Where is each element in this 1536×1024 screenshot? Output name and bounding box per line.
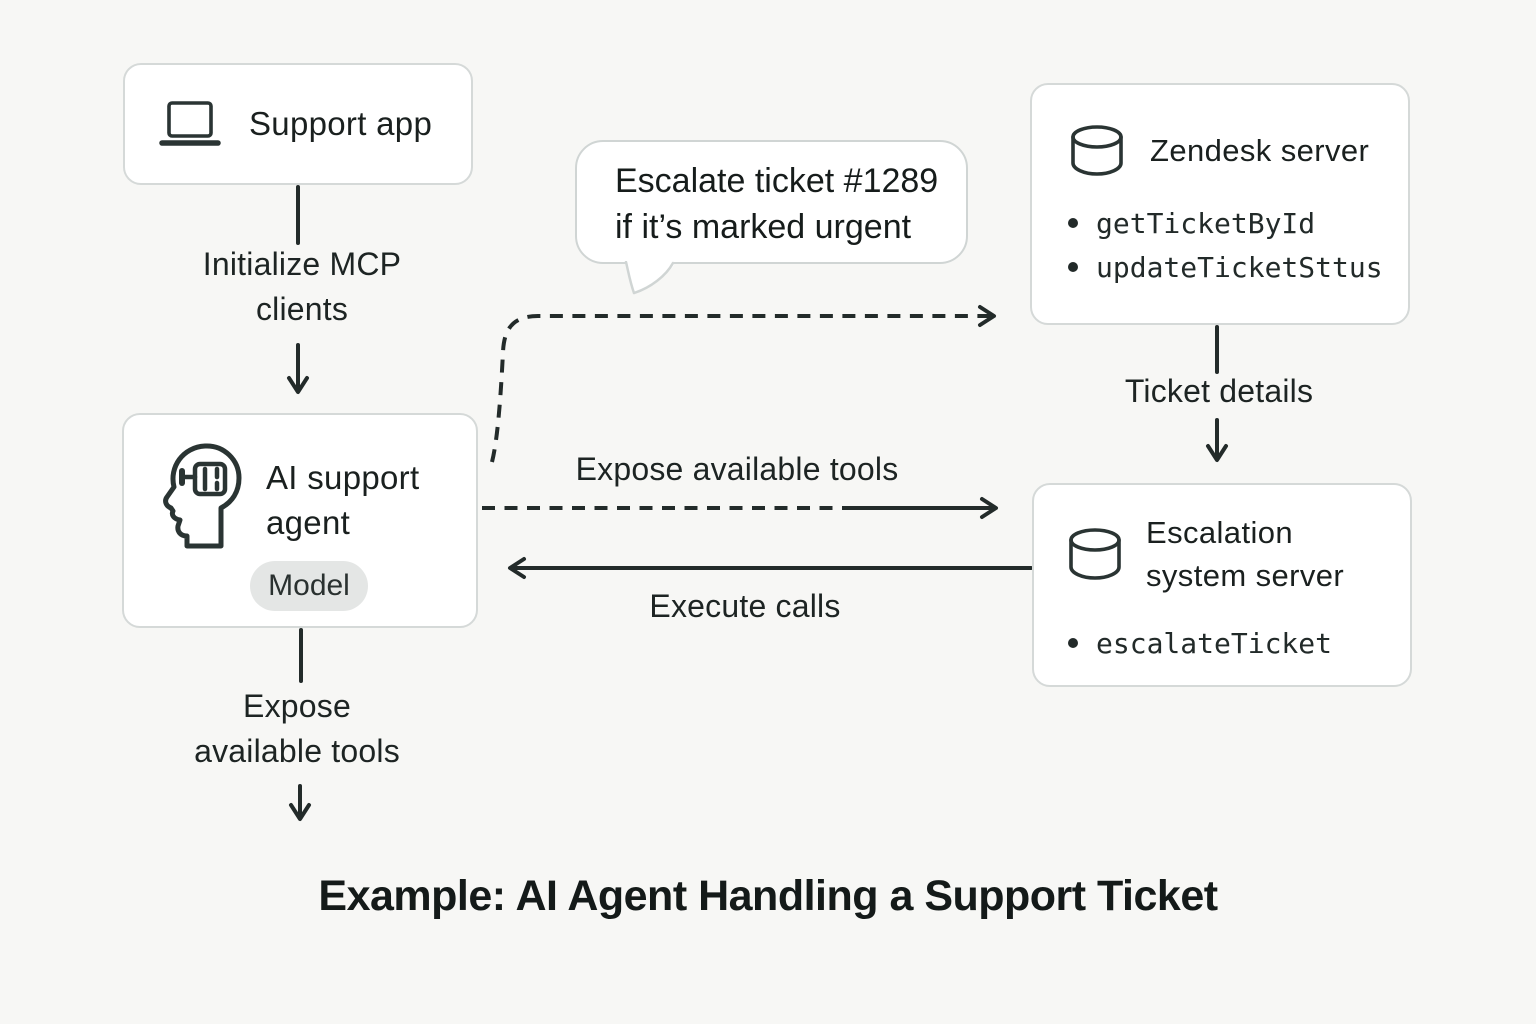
tool-item: getTicketById [1068, 201, 1383, 245]
ticket-details-label: Ticket details [1124, 373, 1314, 409]
database-icon [1069, 528, 1121, 580]
label-line: Expose [243, 688, 351, 724]
zendesk-tool-list: getTicketById updateTicketSttus [1068, 201, 1383, 289]
tool-item: updateTicketSttus [1068, 245, 1383, 289]
execute-calls-label: Execute calls [649, 588, 841, 624]
edge-user-request-dashed-arrow [490, 305, 996, 463]
zendesk-server-node: Zendesk server getTicketById updateTicke… [1030, 83, 1410, 325]
label-line: available tools [194, 733, 400, 769]
label-line: clients [255, 291, 349, 327]
tool-name: updateTicketSttus [1096, 250, 1383, 284]
laptop-icon [159, 101, 221, 146]
head-circuit-icon [163, 443, 242, 549]
escalation-server-label: Escalation system server [1146, 515, 1345, 593]
tool-name: escalateTicket [1096, 626, 1333, 660]
bullet-dot [1068, 218, 1078, 228]
zendesk-server-label: Zendesk server [1150, 133, 1370, 168]
diagram-caption: Example: AI Agent Handling a Support Tic… [318, 872, 1218, 920]
escalation-server-header: Escalation system server [1066, 509, 1396, 599]
expose-tools-bottom-label: Expose available tools [194, 684, 400, 774]
bullet-dot [1068, 262, 1078, 272]
expose-tools-middle-label: Expose available tools [575, 451, 899, 487]
user-request-speech-bubble: Escalate ticket #1289 if it’s marked urg… [575, 140, 968, 264]
ai-support-agent-label: AI support agent [266, 459, 420, 541]
zendesk-server-header: Zendesk server [1068, 123, 1369, 179]
model-badge-label: Model [268, 569, 350, 602]
tool-item: escalateTicket [1068, 621, 1332, 665]
escalation-tool-list: escalateTicket [1068, 621, 1332, 665]
speech-bubble-text: Escalate ticket #1289 if it’s marked urg… [615, 162, 939, 246]
speech-bubble-tail [624, 261, 675, 295]
tool-name: getTicketById [1096, 206, 1316, 240]
support-app-node: Support app [123, 63, 473, 185]
bullet-dot [1068, 638, 1078, 648]
database-icon [1071, 125, 1123, 176]
escalation-server-node: Escalation system server escalateTicket [1032, 483, 1412, 687]
model-badge: Model [250, 561, 368, 611]
initialize-mcp-label: Initialize MCP clients [203, 242, 401, 332]
ai-support-agent-node: AI support agent Model [122, 413, 478, 628]
support-app-label: Support app [249, 105, 433, 142]
label-line: Initialize MCP [202, 246, 402, 282]
